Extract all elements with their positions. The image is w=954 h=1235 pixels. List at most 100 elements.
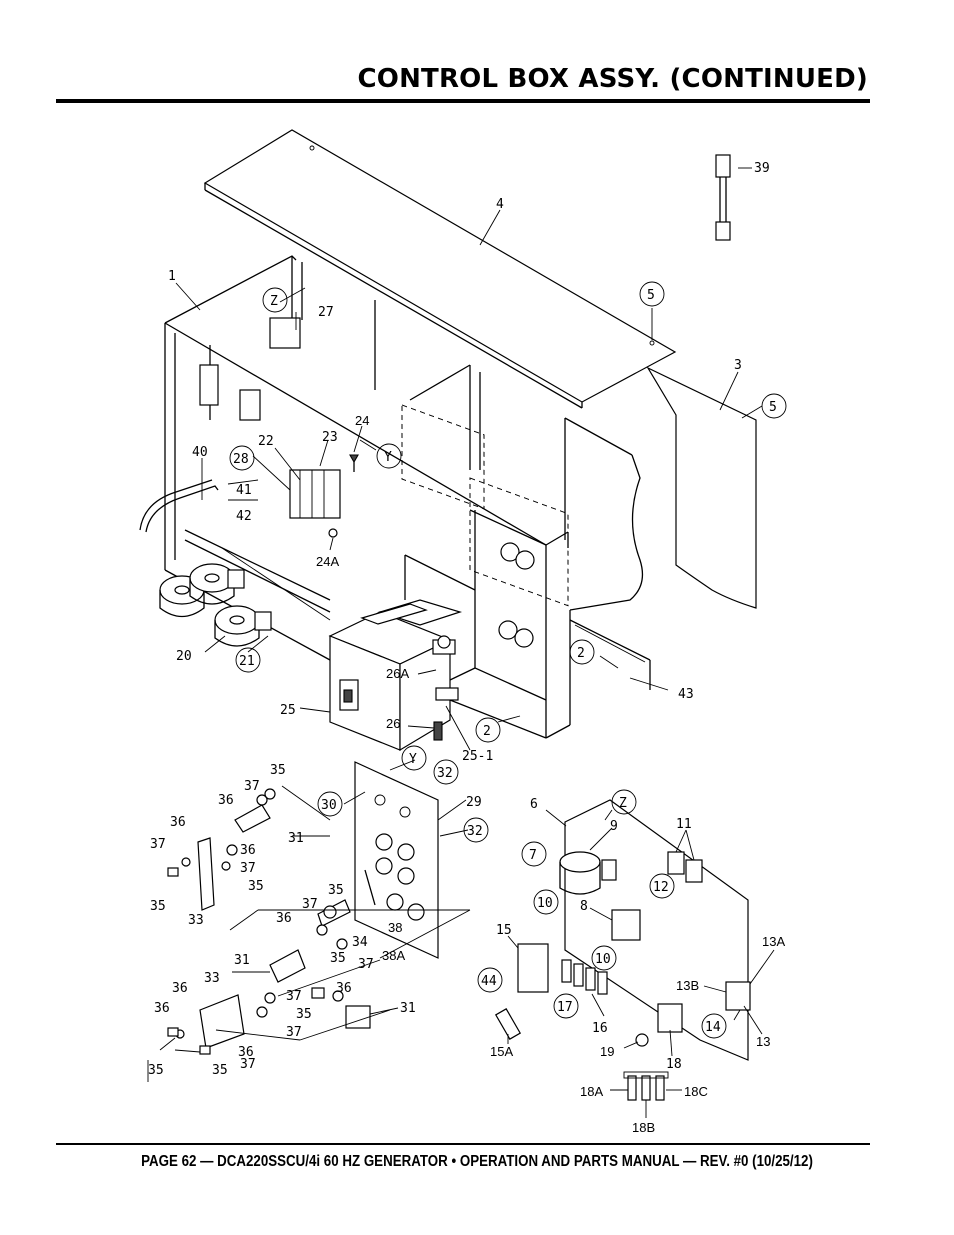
callout: 38A bbox=[382, 948, 405, 963]
callout: 35 bbox=[150, 899, 166, 914]
callout: 13B bbox=[676, 978, 699, 993]
callout: 32 bbox=[437, 766, 453, 781]
side-panel-part bbox=[646, 366, 757, 609]
current-transformers-part bbox=[159, 563, 272, 647]
callout: 35 bbox=[296, 1007, 312, 1022]
page-title: CONTROL BOX ASSY. (CONTINUED) bbox=[357, 64, 868, 94]
callout: 36 bbox=[154, 1001, 170, 1016]
callout: 5 bbox=[769, 400, 777, 415]
callout: 32 bbox=[467, 824, 483, 839]
footer-rule bbox=[56, 1143, 870, 1145]
callout: 35 bbox=[248, 879, 264, 894]
callout: Z bbox=[270, 294, 278, 309]
page-footer: PAGE 62 — DCA220SSCU/4i 60 HZ GENERATOR … bbox=[141, 1153, 813, 1170]
control-panel-part bbox=[494, 799, 751, 1101]
callout: 17 bbox=[557, 1000, 573, 1015]
callout: 37 bbox=[240, 1057, 256, 1072]
callout: 35 bbox=[270, 763, 286, 778]
callout: 3 bbox=[734, 358, 742, 373]
callout: Z bbox=[619, 796, 627, 811]
callout: 2 bbox=[483, 724, 491, 739]
callout: 14 bbox=[705, 1020, 721, 1035]
callout: 2 bbox=[577, 646, 585, 661]
callout: 8 bbox=[580, 899, 588, 914]
callout: 42 bbox=[236, 509, 252, 524]
top-cover-part bbox=[203, 129, 677, 409]
callout: 35 bbox=[212, 1063, 228, 1078]
callout: 28 bbox=[233, 452, 249, 467]
callout: 37 bbox=[302, 897, 318, 912]
callout: 40 bbox=[192, 445, 208, 460]
callout: 18A bbox=[580, 1084, 603, 1099]
control-box-exploded-diagram: 1 4 39 5 3 5 27 Z 24 22 23 Y 28 40 41 42… bbox=[139, 129, 787, 1135]
callout: 39 bbox=[754, 161, 770, 176]
callout: 24 bbox=[355, 413, 369, 428]
callout: 36 bbox=[218, 793, 234, 808]
cable-part bbox=[145, 485, 219, 533]
callout: 7 bbox=[529, 848, 537, 863]
callout: 36 bbox=[276, 911, 292, 926]
callout: 20 bbox=[176, 649, 192, 664]
callout: 31 bbox=[400, 1001, 416, 1016]
wire-harness-part bbox=[715, 154, 731, 241]
callout: 9 bbox=[610, 819, 618, 834]
callout: 4 bbox=[496, 197, 504, 212]
callout: 18 bbox=[666, 1057, 682, 1072]
callout: 25 bbox=[280, 703, 296, 718]
callout: 37 bbox=[240, 861, 256, 876]
callout: 15 bbox=[496, 923, 512, 938]
callout: 36 bbox=[170, 815, 186, 830]
callout: 15A bbox=[490, 1044, 513, 1059]
callout: 25-1 bbox=[462, 749, 493, 764]
callout: 24A bbox=[316, 554, 339, 569]
callout: 37 bbox=[244, 779, 260, 794]
callout: 43 bbox=[678, 687, 694, 702]
callout: Y bbox=[384, 450, 392, 465]
callout: 44 bbox=[481, 974, 497, 989]
callout: 13A bbox=[762, 934, 785, 949]
callout: Y bbox=[409, 752, 417, 767]
callout: 37 bbox=[358, 957, 374, 972]
callout: 31 bbox=[288, 831, 304, 846]
callout: 26A bbox=[386, 666, 409, 681]
callout: 36 bbox=[172, 981, 188, 996]
callout: 23 bbox=[322, 430, 338, 445]
callout: 37 bbox=[150, 837, 166, 852]
circuit-breaker-part bbox=[328, 599, 463, 752]
callout: 16 bbox=[592, 1021, 608, 1036]
callout: 22 bbox=[258, 434, 274, 449]
callout: 5 bbox=[647, 288, 655, 303]
callout: 19 bbox=[600, 1044, 614, 1059]
callout: 27 bbox=[318, 305, 334, 320]
callout: 35 bbox=[330, 951, 346, 966]
callout: 21 bbox=[239, 654, 255, 669]
callout: 12 bbox=[653, 880, 669, 895]
header-rule bbox=[56, 99, 870, 103]
callout: 26 bbox=[386, 716, 400, 731]
callout: 37 bbox=[286, 989, 302, 1004]
callout: 18C bbox=[684, 1084, 708, 1099]
callout: 36 bbox=[336, 981, 352, 996]
callout: 6 bbox=[530, 797, 538, 812]
callout: 35 bbox=[328, 883, 344, 898]
callout: 30 bbox=[321, 798, 337, 813]
interior-components bbox=[199, 317, 359, 538]
callout: 11 bbox=[676, 817, 692, 832]
callout: 33 bbox=[204, 971, 220, 986]
leader-lines bbox=[147, 167, 775, 1118]
callout: 29 bbox=[466, 795, 482, 810]
busbar-hardware-part bbox=[167, 788, 376, 1055]
callout: 18B bbox=[632, 1120, 655, 1135]
control-box-frame bbox=[164, 255, 651, 739]
callout: 38 bbox=[388, 920, 402, 935]
callout: 10 bbox=[595, 952, 611, 967]
callout: 13 bbox=[756, 1034, 770, 1049]
callout: 36 bbox=[240, 843, 256, 858]
callout: 34 bbox=[352, 935, 368, 950]
callout: 37 bbox=[286, 1025, 302, 1040]
callout: 33 bbox=[188, 913, 204, 928]
callout: 35 bbox=[148, 1063, 164, 1078]
callout-labels: 1 4 39 5 3 5 27 Z 24 22 23 Y 28 40 41 42… bbox=[148, 161, 787, 1135]
callout: 31 bbox=[234, 953, 250, 968]
cable-part-edge bbox=[139, 479, 213, 531]
